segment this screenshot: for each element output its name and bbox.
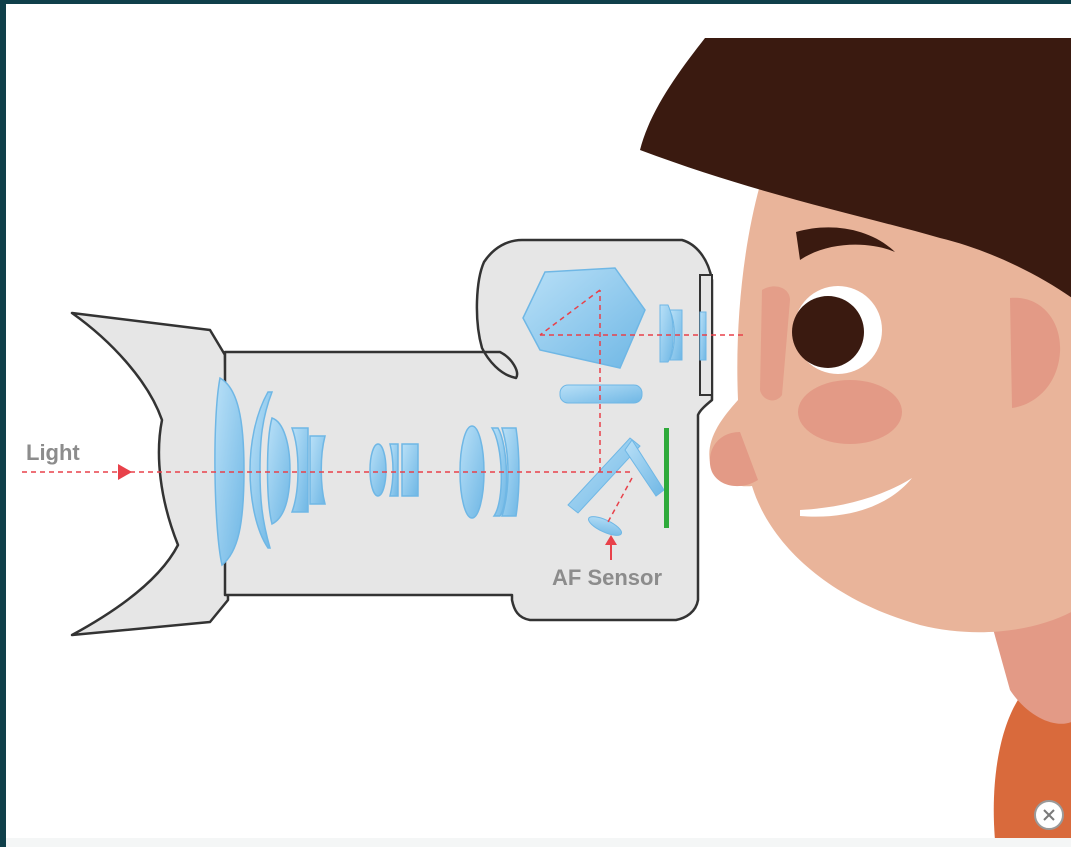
lens-element-6 [370,444,386,496]
image-sensor [664,428,669,528]
af-sensor-label: AF Sensor [552,565,662,590]
blush [798,380,902,444]
lens-element-8 [402,444,418,496]
eyepiece-lens-3 [700,312,706,360]
lens-hood [72,313,228,635]
camera: Light AF Sensor [22,240,745,635]
close-icon [1036,802,1062,828]
eye-pupil [792,296,864,368]
light-label: Light [26,440,80,465]
person-illustration [640,38,1071,840]
focusing-screen [560,385,642,403]
close-button[interactable] [1034,800,1064,830]
light-arrow [118,464,132,480]
